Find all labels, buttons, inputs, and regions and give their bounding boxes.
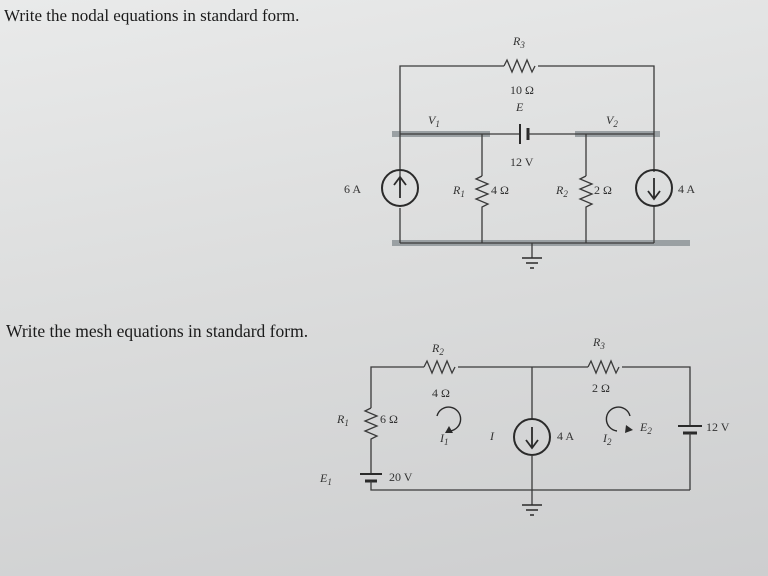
r3-resistor (503, 58, 536, 74)
nodal-heading: Write the nodal equations in standard fo… (4, 6, 300, 25)
r2-label: R2 (555, 183, 568, 199)
r2-value: 4 Ω (432, 386, 450, 400)
r3-label: R3 (592, 335, 605, 351)
e1-label: E1 (319, 471, 332, 487)
r3-resistor (587, 359, 620, 375)
ground-icon (522, 504, 542, 516)
r1-resistor (363, 407, 379, 474)
i-src-label: I (489, 429, 495, 443)
mesh-i2-arrowhead-icon (625, 425, 633, 433)
r2-resistor (423, 359, 456, 375)
src-right-value: 4 A (678, 182, 695, 196)
e2-value: 12 V (706, 420, 730, 434)
wire-bottom (370, 481, 690, 491)
arrow-up-icon (393, 175, 407, 198)
r2-label: R2 (431, 341, 444, 357)
i1-label: I1 (439, 431, 449, 447)
i2-label: I2 (602, 431, 612, 447)
r1-label: R1 (452, 183, 465, 199)
nodal-circuit: R3 10 Ω E 12 V V1 V2 R1 4 Ω R2 2 Ω 6 A 4… (344, 34, 695, 269)
r1-value: 6 Ω (380, 412, 398, 426)
r3-value: 2 Ω (592, 381, 610, 395)
r1-label: R1 (336, 412, 349, 428)
current-source-6a (381, 169, 419, 207)
r3-value: 10 Ω (510, 83, 534, 97)
wire-left-top (399, 65, 504, 186)
e-value: 12 V (510, 155, 534, 169)
wire-right-top (538, 65, 655, 172)
e-label: E (515, 100, 524, 114)
r2-value: 2 Ω (594, 183, 612, 197)
mesh-i2-arrow-icon (605, 406, 631, 432)
r1-value: 4 Ω (491, 183, 509, 197)
mesh-heading: Write the mesh equations in standard for… (6, 321, 309, 341)
ground-icon (522, 257, 542, 269)
i-src-value: 4 A (557, 429, 574, 443)
arrow-down-icon (525, 427, 539, 450)
v1-label: V1 (428, 113, 440, 129)
e2-label: E2 (639, 420, 652, 436)
arrow-down-icon (647, 178, 661, 201)
r2-resistor (578, 175, 594, 243)
mesh-i1-arrowhead-icon (445, 426, 453, 433)
wire-left-top (370, 366, 424, 408)
v2-label: V2 (606, 113, 618, 129)
r1-resistor (474, 175, 490, 243)
mesh-i1-arrow-icon (436, 406, 462, 432)
r3-label: R3 (512, 34, 525, 50)
e1-value: 20 V (389, 470, 413, 484)
wire-right-top (622, 366, 691, 426)
mesh-circuit: R2 4 Ω R3 2 Ω R1 6 Ω E1 20 V E2 12 V I1 … (319, 335, 730, 516)
src-left-value: 6 A (344, 182, 361, 196)
current-source-4a (635, 169, 673, 207)
